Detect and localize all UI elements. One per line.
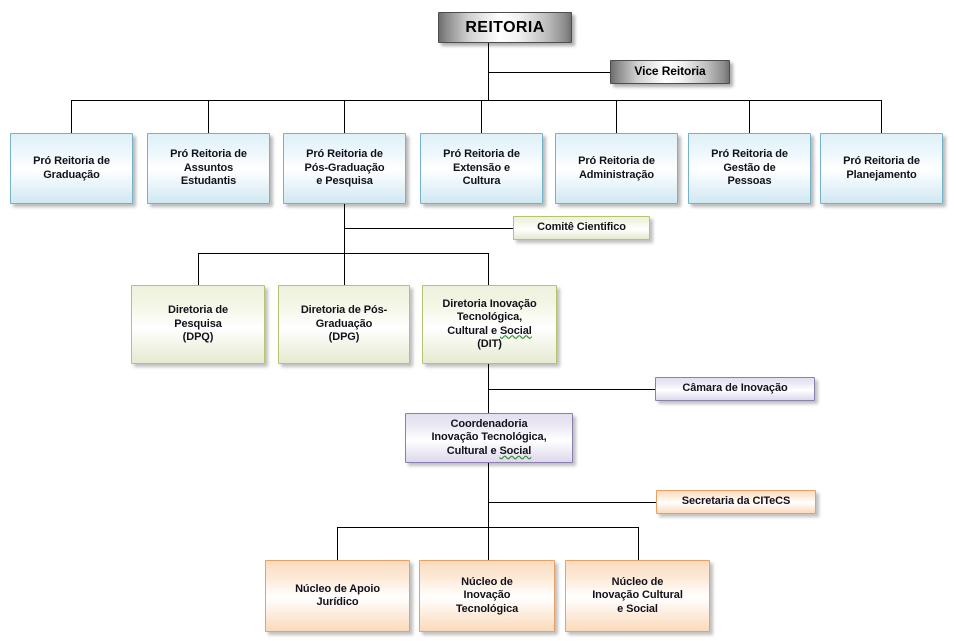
node-secretaria-citecs[interactable]: Secretaria da CITeCS [656,490,816,514]
connector-vice-reitoria [488,72,610,73]
node-diretoria-pesquisa[interactable]: Diretoria de Pesquisa (DPQ) [131,285,265,364]
node-pro-reitoria-pos-graduacao-pesquisa[interactable]: Pró Reitoria de Pós-Graduação e Pesquisa [283,133,406,204]
node-label: Núcleo de Apoio Jurídico [295,582,380,609]
coord-line-3b: Social [499,444,532,457]
dit-line-3a: Cultural e [447,324,500,337]
connector-drop-pr-5 [616,100,617,133]
coord-line-3a: Cultural e [446,444,500,457]
connector-pro-reitorias-bus [71,100,881,101]
node-diretoria-pos-graduacao[interactable]: Diretoria de Pós- Graduação (DPG) [278,285,410,364]
connector-dit-trunk [488,364,489,413]
node-secretaria-citecs-label: Secretaria da CITeCS [681,495,791,508]
node-label: Pró Reitoria de Graduação [33,155,110,181]
connector-drop-pr-1 [71,100,72,133]
connector-drop-dir-3 [488,253,489,285]
connector-diretorias-bus [198,253,489,254]
connector-drop-dir-2 [344,253,345,285]
node-camara-inovacao-label: Câmara de Inovação [682,382,788,395]
dit-line-3b: Social [499,324,532,337]
connector-coordenadoria-trunk [488,463,489,527]
node-pro-reitoria-assuntos-estudantis[interactable]: Pró Reitoria de Assuntos Estudantis [147,133,270,204]
connector-reitoria-trunk [488,43,489,100]
connector-drop-nucleo-2 [488,527,489,560]
dit-line-4: (DIT) [477,338,502,350]
connector-drop-nucleo-3 [638,527,639,560]
node-label: Pró Reitoria de Extensão e Cultura [443,148,520,188]
node-label: Núcleo de Inovação Cultural e Social [592,575,683,615]
connector-drop-pr-2 [208,100,209,133]
node-label: Pró Reitoria de Gestão de Pessoas [711,148,788,188]
connector-drop-pr-6 [749,100,750,133]
node-label: Diretoria de Pesquisa (DPQ) [168,304,228,344]
connector-camara-inovacao [488,389,655,390]
node-camara-inovacao[interactable]: Câmara de Inovação [655,377,815,401]
dit-line-1: Diretoria Inovação [442,297,537,310]
connector-drop-pr-3 [344,100,345,133]
node-label: Pró Reitoria de Administração [578,155,655,181]
connector-drop-pr-4 [481,100,482,133]
node-comite-cientifico[interactable]: Comitê Cientifico [513,216,650,240]
node-pro-reitoria-gestao-pessoas[interactable]: Pró Reitoria de Gestão de Pessoas [688,133,811,204]
connector-drop-nucleo-1 [337,527,338,560]
connector-secretaria-citecs [488,502,656,503]
node-vice-reitoria-label: Vice Reitoria [634,64,706,79]
node-pro-reitoria-graduacao[interactable]: Pró Reitoria de Graduação [10,133,133,204]
node-label: Pró Reitoria de Planejamento [843,155,920,181]
node-comite-cientifico-label: Comitê Cientifico [537,221,626,234]
node-label: Pró Reitoria de Pós-Graduação e Pesquisa [304,148,385,188]
node-label: Pró Reitoria de Assuntos Estudantis [170,148,247,188]
node-pro-reitoria-planejamento[interactable]: Pró Reitoria de Planejamento [820,133,943,204]
connector-comite-cientifico [344,228,513,229]
connector-drop-dir-1 [198,253,199,285]
connector-drop-pr-7 [881,100,882,133]
coord-line-2: Inovação Tecnológica, [431,431,547,444]
node-nucleo-inovacao-tecnologica[interactable]: Núcleo de Inovação Tecnológica [419,560,555,632]
coord-line-1: Coordenadoria [450,417,528,430]
node-pro-reitoria-administracao[interactable]: Pró Reitoria de Administração [555,133,678,204]
node-reitoria-label: REITORIA [465,18,545,36]
node-nucleo-inovacao-cultural-social[interactable]: Núcleo de Inovação Cultural e Social [565,560,710,632]
node-reitoria[interactable]: REITORIA [438,12,572,43]
node-pro-reitoria-extensao-cultura[interactable]: Pró Reitoria de Extensão e Cultura [420,133,543,204]
node-label: Diretoria de Pós- Graduação (DPG) [300,304,388,344]
node-label: Núcleo de Inovação Tecnológica [455,575,519,615]
node-nucleo-apoio-juridico[interactable]: Núcleo de Apoio Jurídico [265,560,410,632]
node-vice-reitoria[interactable]: Vice Reitoria [610,60,730,84]
dit-line-2: Tecnológica, [456,311,523,323]
